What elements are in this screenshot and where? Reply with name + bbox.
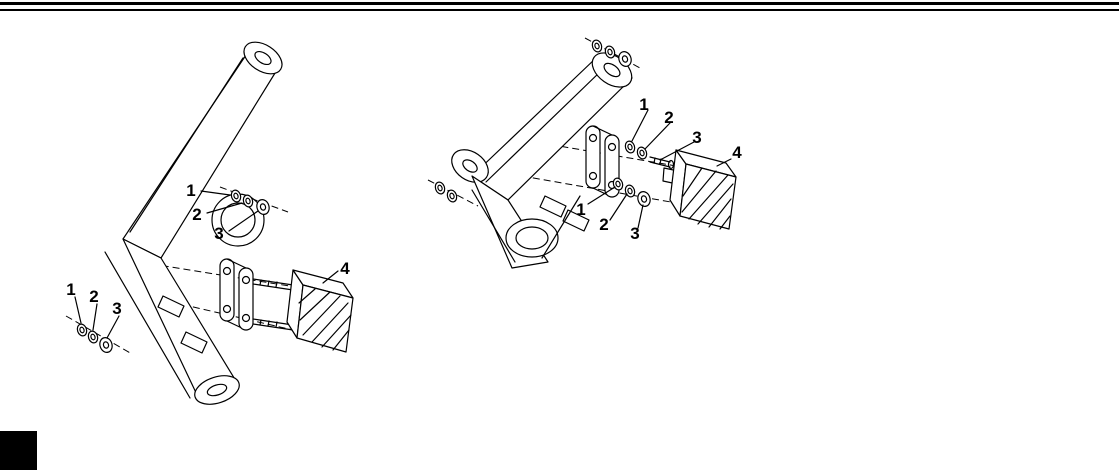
front-boss xyxy=(451,149,489,183)
callout-leader xyxy=(587,186,616,205)
top-rule-thick xyxy=(0,2,1119,5)
washer xyxy=(434,181,446,195)
figure-right-exploded-view: 1 2 3 4 1 2 3 xyxy=(427,37,742,269)
washer xyxy=(446,189,458,203)
page-corner-marker xyxy=(0,431,37,470)
assembly-axis-dashed xyxy=(521,175,689,206)
lens-hatch-lines xyxy=(681,167,734,230)
washer xyxy=(624,184,636,198)
callout-leader xyxy=(228,210,259,232)
nut xyxy=(99,337,113,353)
callout-leader xyxy=(106,315,120,339)
callout-label: 1 xyxy=(576,200,585,219)
swingarm-edge-line xyxy=(104,251,191,399)
top-rule-thin xyxy=(0,9,1119,11)
swingarm-pivot-hole xyxy=(603,62,621,78)
swingarm-pivot-boss xyxy=(243,41,283,75)
assembly-axis-dashed xyxy=(139,261,309,290)
nut xyxy=(256,199,270,215)
nut xyxy=(637,191,651,207)
callout-label: 2 xyxy=(192,205,201,224)
lower-blade-end-hole xyxy=(206,383,228,397)
callout-leader xyxy=(609,193,628,221)
callout-leader xyxy=(74,296,82,324)
washer xyxy=(624,140,636,154)
blade-slot xyxy=(562,209,590,232)
license-lamp-unit xyxy=(662,149,737,230)
lamp-bracket xyxy=(219,258,254,331)
lower-blade-end xyxy=(194,375,240,405)
callout-leader xyxy=(200,190,231,196)
callout-leader xyxy=(92,303,98,331)
lamp-lens-face xyxy=(296,284,354,353)
callout-label: 2 xyxy=(89,287,98,306)
washer xyxy=(591,39,603,53)
front-boss-hole xyxy=(462,159,478,173)
callout-leader xyxy=(322,270,339,284)
swingarm-inner-line xyxy=(485,69,603,183)
callout-leader xyxy=(644,122,671,150)
swingarm-edge-line xyxy=(541,195,581,259)
callout-label: 4 xyxy=(732,143,742,162)
figure-left-exploded-view: 1 2 3 4 1 2 3 xyxy=(65,41,354,405)
callout-leader xyxy=(716,158,732,167)
cross-tube-inner xyxy=(515,226,549,250)
cross-tube-inner xyxy=(220,202,256,238)
callout-label: 2 xyxy=(664,108,673,127)
swingarm-inner-line xyxy=(129,57,244,233)
callout-label: 4 xyxy=(340,259,350,278)
washer xyxy=(242,194,254,208)
cross-tube xyxy=(505,218,559,258)
callout-label: 1 xyxy=(66,280,75,299)
swingarm-pivot-hole xyxy=(254,50,272,66)
callout-label: 3 xyxy=(214,224,223,243)
washer xyxy=(604,45,616,59)
callout-label: 1 xyxy=(186,181,195,200)
callout-leader xyxy=(631,109,649,142)
callout-label: 2 xyxy=(599,215,608,234)
blade-slot xyxy=(180,331,208,354)
swingarm-edge-line xyxy=(471,189,516,263)
washer xyxy=(76,323,88,337)
washer xyxy=(636,146,648,160)
lens-hatch-lines xyxy=(298,288,352,351)
assembly-axis-dashed xyxy=(65,315,133,355)
callout-leader xyxy=(206,202,243,214)
callout-label: 1 xyxy=(639,95,648,114)
callout-label: 3 xyxy=(112,299,121,318)
callout-label: 3 xyxy=(630,224,639,243)
blade-slot xyxy=(539,195,567,218)
callout-leader xyxy=(659,141,695,161)
callout-label: 3 xyxy=(692,128,701,147)
washer xyxy=(87,330,99,344)
license-lamp-unit xyxy=(286,269,354,353)
callout-leader xyxy=(637,204,644,229)
washer xyxy=(230,189,242,203)
nut xyxy=(618,51,632,67)
blade-slot xyxy=(157,295,185,318)
washer xyxy=(612,177,624,191)
